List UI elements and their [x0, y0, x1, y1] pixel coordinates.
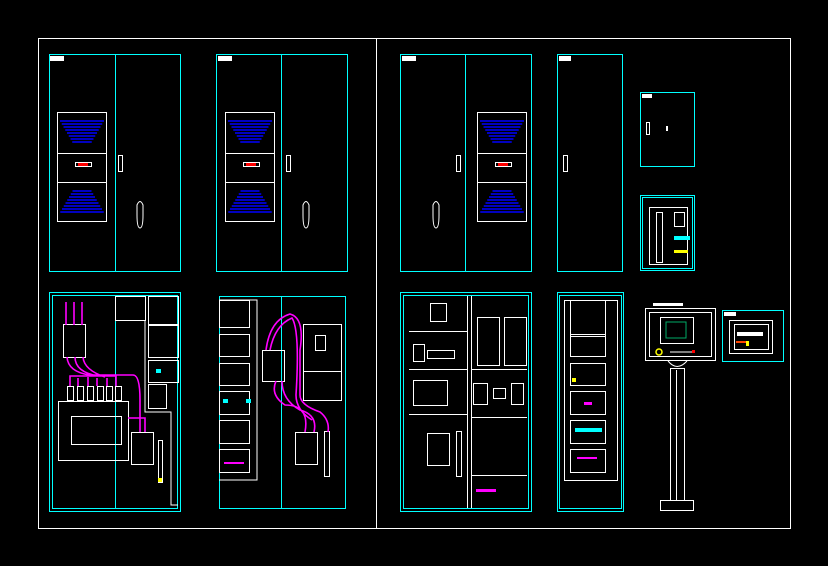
door-lock-indicator [118, 155, 123, 172]
hmi-pedestal [645, 303, 716, 511]
drawing-frame [38, 38, 791, 529]
enclosure-small-f [640, 195, 695, 271]
panel-layout-3 [400, 292, 532, 512]
indicator-light-icon [495, 162, 512, 167]
indicator-light-icon [498, 163, 508, 166]
indicator-light-icon [243, 162, 260, 167]
door-lock-indicator [286, 155, 291, 172]
door-lock-indicator [456, 155, 461, 172]
vent-grille-housing [225, 112, 275, 222]
cabinet-front-b [216, 54, 348, 272]
vent-grille-housing [57, 112, 107, 222]
cabinet-front-a [49, 54, 181, 272]
panel-layout-2 [219, 296, 346, 509]
enclosure-small-e [640, 92, 695, 167]
indicator-light-icon [75, 162, 92, 167]
indicator-light-icon [246, 163, 256, 166]
panel-layout-4 [557, 292, 624, 512]
cabinet-front-c [400, 54, 532, 272]
door-handle-icon [136, 201, 144, 229]
enclosure-g [722, 310, 784, 362]
vent-grille-housing [477, 112, 527, 222]
indicator-light-icon [78, 163, 88, 166]
door-handle-icon [432, 201, 440, 229]
panel-layout-1 [49, 292, 181, 512]
cabinet-front-d [557, 54, 623, 272]
door-handle-icon [302, 201, 310, 229]
door-lock-indicator [563, 155, 568, 172]
